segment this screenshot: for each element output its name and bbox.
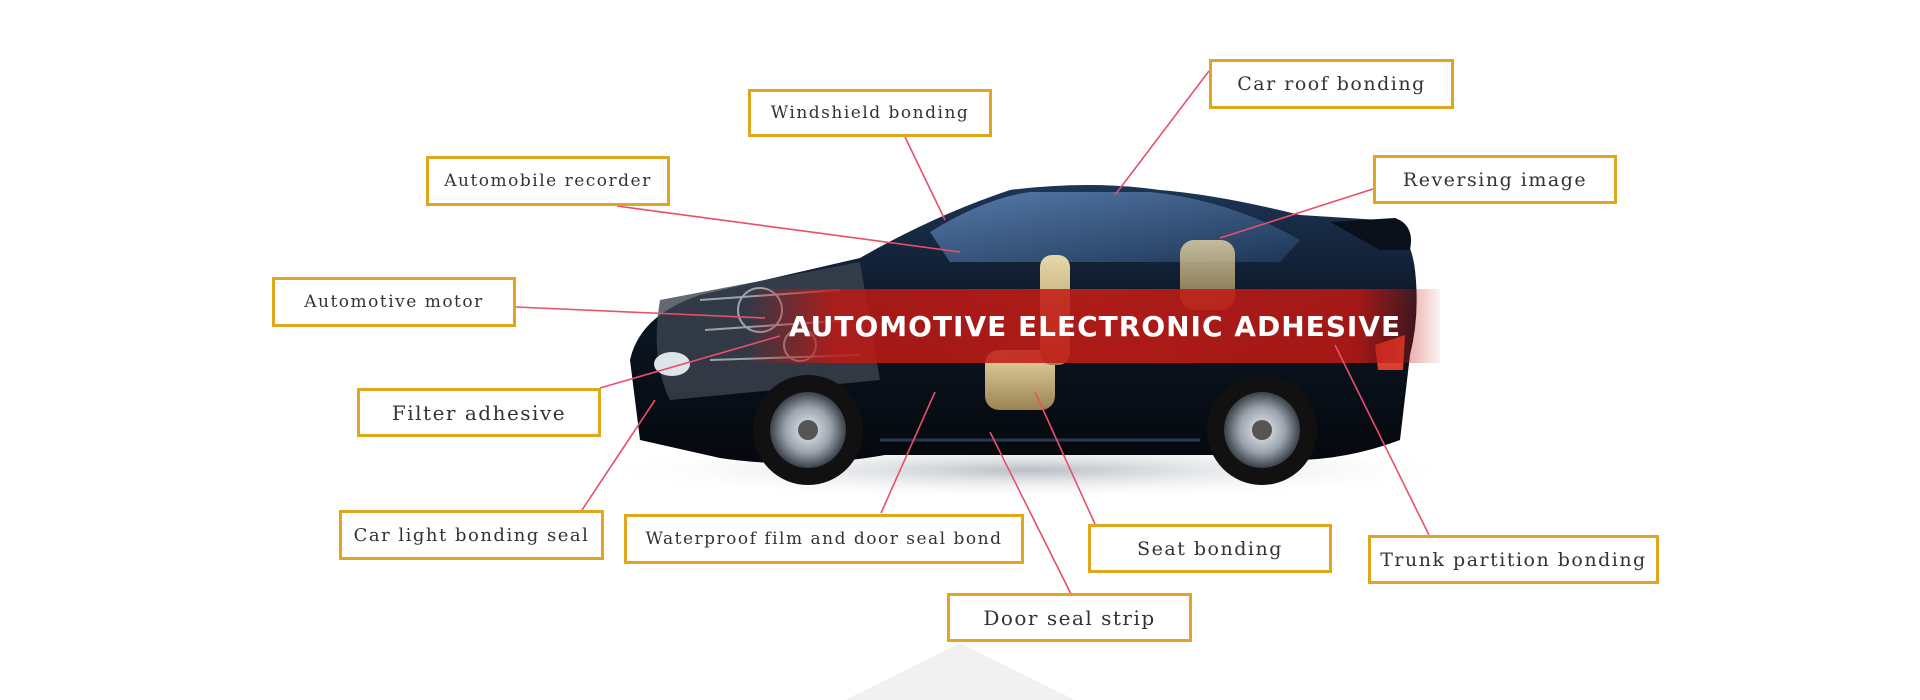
label-car-roof-bonding: Car roof bonding <box>1209 59 1454 109</box>
label-text: Reversing image <box>1402 168 1588 191</box>
banner-title: AUTOMOTIVE ELECTRONIC ADHESIVE <box>788 309 1402 343</box>
front-seat <box>985 350 1055 410</box>
label-text: Door seal strip <box>983 605 1156 630</box>
label-automotive-motor: Automotive motor <box>272 277 516 327</box>
label-text: Automotive motor <box>304 292 484 312</box>
title-banner: AUTOMOTIVE ELECTRONIC ADHESIVE <box>750 289 1440 363</box>
leader-seat <box>1034 391 1096 525</box>
leader-recorder <box>616 205 961 253</box>
leader-trunk <box>1334 344 1430 536</box>
label-seat-bonding: Seat bonding <box>1088 524 1332 573</box>
rear-wheel <box>1207 375 1317 485</box>
leader-waterproof <box>880 391 936 514</box>
label-automobile-recorder: Automobile recorder <box>426 156 670 206</box>
label-filter-adhesive: Filter adhesive <box>357 388 601 437</box>
leader-car-light <box>581 399 656 511</box>
label-text: Automobile recorder <box>444 171 652 191</box>
label-text: Trunk partition bonding <box>1380 548 1647 571</box>
rear-spoiler <box>1330 218 1411 250</box>
front-wheel <box>753 375 863 485</box>
leader-door-seal <box>989 431 1072 595</box>
label-text: Car light bonding seal <box>353 524 590 546</box>
leader-filter <box>599 335 781 389</box>
label-reversing-image: Reversing image <box>1373 155 1617 204</box>
label-text: Car roof bonding <box>1237 73 1426 95</box>
label-text: Windshield bonding <box>770 103 970 123</box>
label-text: Seat bonding <box>1137 537 1283 560</box>
label-text: Waterproof film and door seal bond <box>645 529 1003 549</box>
leader-reversing <box>1219 188 1374 239</box>
label-waterproof-film-door-seal: Waterproof film and door seal bond <box>624 514 1024 564</box>
label-car-light-bonding-seal: Car light bonding seal <box>339 510 604 560</box>
label-text: Filter adhesive <box>391 400 567 425</box>
leader-motor <box>515 306 766 319</box>
label-trunk-partition-bonding: Trunk partition bonding <box>1368 535 1659 584</box>
label-door-seal-strip: Door seal strip <box>947 593 1192 642</box>
label-windshield-bonding: Windshield bonding <box>748 89 992 137</box>
leader-car-roof <box>1114 70 1210 196</box>
leader-windshield <box>904 136 946 221</box>
